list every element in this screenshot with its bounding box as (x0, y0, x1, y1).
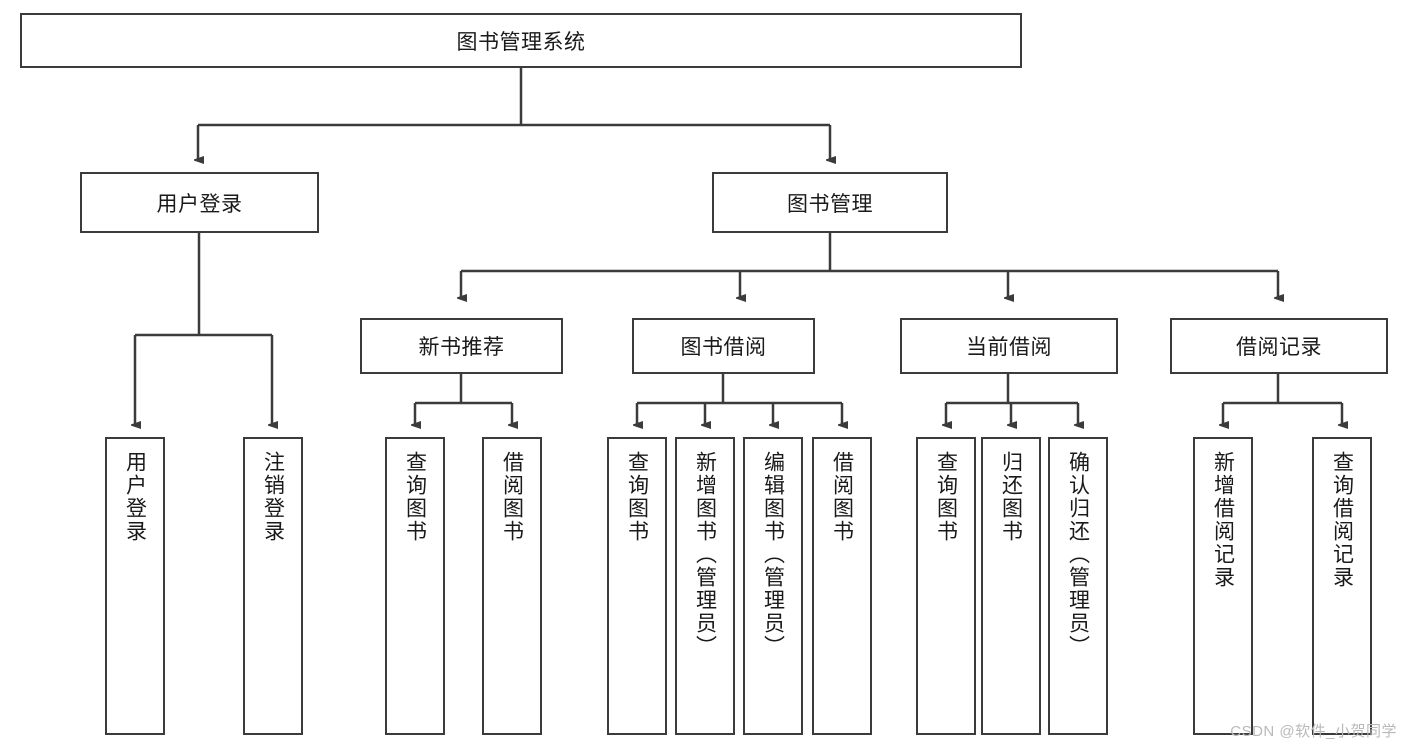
node-label: 借阅记录 (1236, 336, 1322, 359)
node-current-borrow[interactable]: 当前借阅 (900, 318, 1118, 374)
leaf-book-borrow-add[interactable]: 新增图书（管理员） (675, 437, 735, 735)
node-label: 图书管理 (787, 192, 873, 216)
leaf-borrow-record-query[interactable]: 查询借阅记录 (1312, 437, 1372, 735)
leaf-borrow-record-add[interactable]: 新增借阅记录 (1193, 437, 1253, 735)
leaf-book-borrow-borrow[interactable]: 借阅图书 (812, 437, 872, 735)
node-label: 查询图书 (403, 451, 427, 543)
node-label: 查询图书 (934, 451, 958, 543)
leaf-new-book-query[interactable]: 查询图书 (385, 437, 445, 735)
leaf-book-borrow-query[interactable]: 查询图书 (607, 437, 667, 735)
node-label: 借阅图书 (500, 451, 524, 543)
node-label: 借阅图书 (830, 451, 854, 543)
node-label: 新增借阅记录 (1211, 451, 1235, 589)
node-label: 确认归还（管理员） (1066, 451, 1090, 658)
node-borrow-record[interactable]: 借阅记录 (1170, 318, 1388, 374)
watermark-text: CSDN @软件_小贺同学 (1230, 723, 1397, 740)
node-label: 当前借阅 (966, 336, 1052, 359)
leaf-current-borrow-confirm-return[interactable]: 确认归还（管理员） (1048, 437, 1108, 735)
node-label: 查询借阅记录 (1330, 451, 1354, 589)
leaf-new-book-borrow[interactable]: 借阅图书 (482, 437, 542, 735)
node-root-book-management-system[interactable]: 图书管理系统 (20, 13, 1022, 68)
node-label: 新增图书（管理员） (693, 451, 717, 658)
leaf-current-borrow-query[interactable]: 查询图书 (916, 437, 976, 735)
leaf-user-login-signin[interactable]: 用户登录 (105, 437, 165, 735)
node-user-login[interactable]: 用户登录 (80, 172, 319, 233)
node-label: 图书借阅 (680, 336, 767, 359)
node-new-book-recommend[interactable]: 新书推荐 (360, 318, 563, 374)
node-label: 注销登录 (261, 451, 285, 543)
node-book-borrow[interactable]: 图书借阅 (632, 318, 815, 374)
node-book-management[interactable]: 图书管理 (712, 172, 948, 233)
leaf-book-borrow-edit[interactable]: 编辑图书（管理员） (743, 437, 803, 735)
node-label: 查询图书 (625, 451, 649, 543)
leaf-user-login-signout[interactable]: 注销登录 (243, 437, 303, 735)
leaf-current-borrow-return[interactable]: 归还图书 (981, 437, 1041, 735)
node-label: 图书管理系统 (456, 30, 586, 54)
node-label: 编辑图书（管理员） (761, 451, 785, 658)
node-label: 归还图书 (999, 451, 1023, 543)
node-label: 新书推荐 (418, 336, 505, 359)
node-label: 用户登录 (156, 192, 243, 216)
node-label: 用户登录 (123, 451, 147, 543)
